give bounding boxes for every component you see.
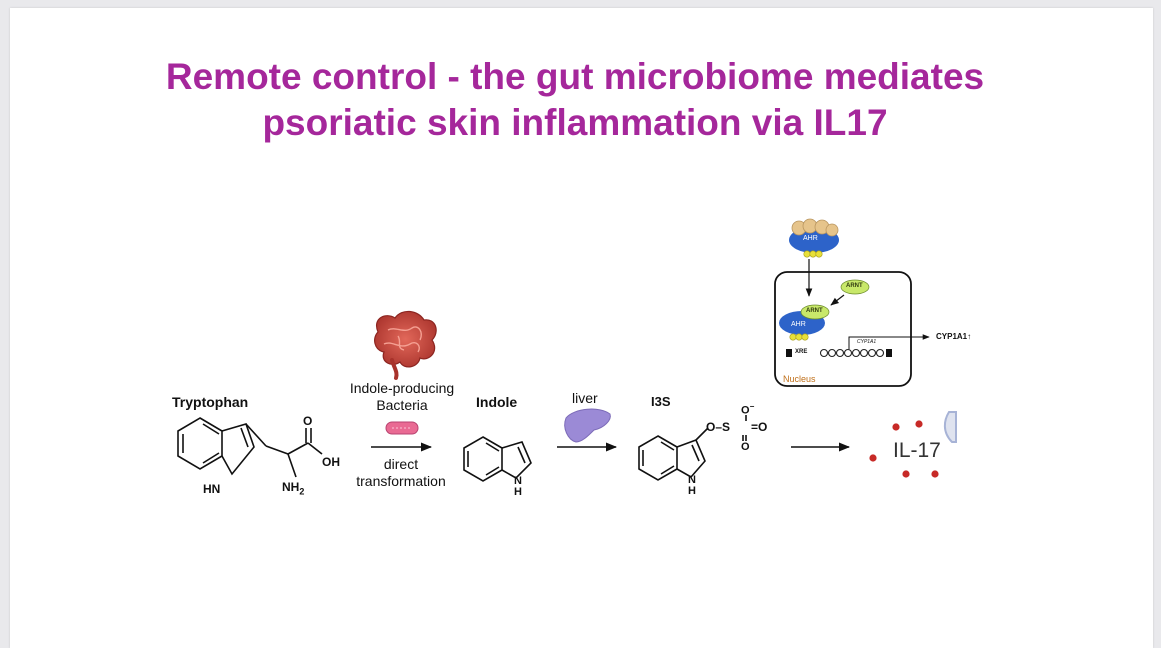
liver-label: liver [572, 390, 598, 406]
tryptophan-structure [177, 417, 323, 478]
intestine-icon [374, 310, 437, 380]
sulfate-o-s: O–S [706, 420, 731, 434]
tryptophan-carbonyl-o: O [303, 414, 313, 428]
tryptophan-nh2: NH2 [282, 480, 305, 497]
title-line-1: Remote control - the gut microbiome medi… [165, 56, 985, 97]
xre-label: XRE [795, 349, 808, 355]
tryptophan-label: Tryptophan [172, 394, 249, 410]
title-line-2: psoriatic skin inflammation via IL17 [262, 102, 888, 143]
il17-label: IL-17 [893, 439, 941, 462]
slide-title: Remote control - the gut microbiome medi… [10, 54, 1140, 146]
cell-edge [943, 411, 957, 443]
i3s-nh: N H [688, 474, 696, 497]
indole-structure [463, 436, 532, 482]
cyp1a1-output-label: CYP1A1↑ [936, 332, 972, 341]
ahr-top-label: AHR [803, 235, 818, 242]
arnt-top-label: ARNT [846, 283, 863, 289]
liver-icon [564, 408, 611, 443]
sulfate-o-bottom: O [741, 441, 750, 453]
bacterium-icon [385, 421, 419, 435]
nucleus-label: Nucleus [783, 374, 816, 384]
il17-cytokine-dots [869, 420, 939, 478]
i3s-structure [638, 415, 747, 481]
ahr-signaling-panel [774, 218, 930, 387]
sulfate-eq-o: =O [751, 420, 768, 434]
ahr-inner-label: AHR [791, 321, 806, 328]
sulfate-o-minus: O− [741, 402, 755, 417]
direct-transformation-label: direct transformation [356, 456, 446, 489]
slide: Remote control - the gut microbiome medi… [10, 8, 1153, 648]
arnt-inner-label: ARNT [806, 308, 823, 314]
tryptophan-hn: HN [203, 482, 221, 496]
indole-label: Indole [476, 394, 518, 410]
bacteria-label: Indole-producing Bacteria [349, 380, 455, 413]
cyp1a1-gene-label: CYP1A1 [857, 339, 877, 345]
tryptophan-oh: OH [322, 455, 340, 469]
indole-nh: N H [514, 475, 522, 498]
i3s-label: I3S [651, 394, 671, 409]
